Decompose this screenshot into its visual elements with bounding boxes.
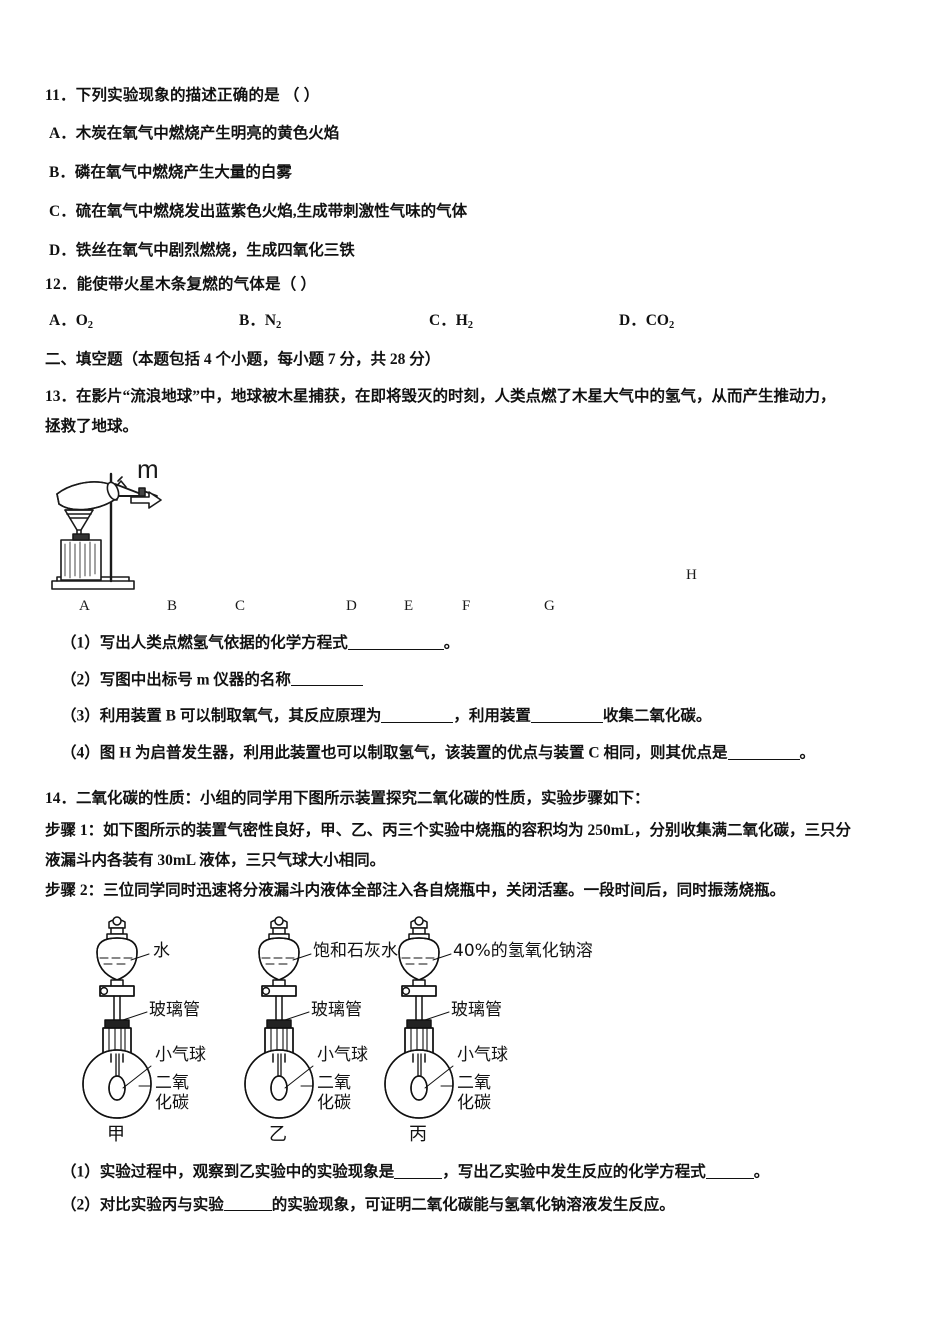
question-11-option-c: C．硫在氧气中燃烧发出蓝紫色火焰,生成带刺激性气味的气体	[49, 202, 468, 220]
answer-blank[interactable]	[394, 1162, 443, 1179]
question-13-sub-1-text: （1）写出人类点燃氢气依据的化学方程式	[61, 634, 348, 652]
flask-yi-balloon-label: 小气球	[317, 1045, 368, 1066]
flask-jia-tube-label: 玻璃管	[149, 1000, 200, 1021]
question-13-sub-4-suffix: 。	[799, 744, 816, 762]
page-content: 11．下列实验现象的描述正确的是 （ ） A．木炭在氧气中燃烧产生明亮的黄色火焰…	[45, 88, 917, 1232]
question-11-option-d: D．铁丝在氧气中剧烈燃烧，生成四氧化三铁	[49, 241, 355, 259]
flask-bing-tube-label: 玻璃管	[451, 1000, 502, 1021]
apparatus-label-c: C	[235, 598, 246, 615]
question-14-three-flask-figure: 水 玻璃管 小气球 二氧 化碳 甲 饱和石灰水 玻璃管 小气球 二氧 化碳 乙 …	[45, 916, 917, 1148]
flask-apparatus-bing	[384, 916, 454, 1120]
question-14-step-1-line-1: 步骤 1：如下图所示的装置气密性良好，甲、乙、丙三个实验中烧瓶的容积均为 250…	[45, 821, 852, 839]
question-13-sub-3-suffix: 收集二氧化碳。	[602, 707, 712, 725]
apparatus-label-e: E	[404, 598, 414, 615]
question-14-step-1-line-2: 液漏斗内各装有 30mL 液体，三只气球大小相同。	[45, 852, 386, 869]
question-13-sub-4-text: （4）图 H 为启普发生器，利用此装置也可以制取氢气，该装置的优点与装置 C 相…	[61, 744, 728, 762]
question-12-option-d: D．CO2	[619, 312, 675, 331]
question-12-options: A．O2 B．N2 C．H2 D．CO2	[45, 308, 917, 331]
answer-blank[interactable]	[530, 706, 603, 723]
apparatus-label-g: G	[544, 598, 555, 615]
section-2-heading: 二、填空题（本题包括 4 个小题，每小题 7 分，共 28 分）	[45, 350, 441, 368]
apparatus-a	[51, 473, 158, 591]
question-11-option-a: A．木炭在氧气中燃烧产生明亮的黄色火焰	[49, 124, 340, 142]
question-12-stem: 12．能使带火星木条复燃的气体是（ ）	[45, 275, 317, 293]
question-14-sub-1-text: （1）实验过程中，观察到乙实验中的实验现象是	[61, 1163, 395, 1181]
answer-blank[interactable]	[727, 743, 800, 760]
answer-blank[interactable]	[705, 1162, 754, 1179]
question-14-sub-1-mid: ，写出乙实验中发生反应的化学方程式	[442, 1163, 706, 1181]
question-14-sub-1: （1）实验过程中，观察到乙实验中的实验现象是 ，写出乙实验中发生反应的化学方程式 。	[45, 1162, 917, 1181]
question-13-apparatus-figure: m A B C D E F G H	[45, 448, 917, 623]
question-14-sub-1-suffix: 。	[753, 1163, 770, 1181]
flask-apparatus-jia	[82, 916, 152, 1120]
question-13-stem-line-2: 拯救了地球。	[45, 418, 139, 436]
question-14-stem: 14．二氧化碳的性质：小组的同学用下图所示装置探究二氧化碳的性质，实验步骤如下：	[45, 789, 650, 807]
question-11-option-b: B．磷在氧气中燃烧产生大量的白雾	[49, 163, 292, 181]
apparatus-label-b: B	[167, 598, 178, 615]
question-13-sub-2: （2）写图中出标号 m 仪器的名称	[45, 670, 917, 689]
apparatus-label-a: A	[79, 598, 90, 615]
flask-bing-balloon-label: 小气球	[457, 1045, 508, 1066]
flask-yi-gas-label: 二氧 化碳	[317, 1073, 351, 1113]
apparatus-m-callout-label: m	[137, 454, 159, 485]
flask-apparatus-yi	[244, 916, 314, 1120]
apparatus-label-h: H	[686, 567, 697, 584]
flask-yi-funnel-label: 饱和石灰水	[313, 941, 398, 962]
answer-blank[interactable]	[223, 1195, 272, 1212]
question-13-sub-3-text: （3）利用装置 B 可以制取氧气，其反应原理为	[61, 707, 382, 725]
question-13-stem-line-1: 13．在影片“流浪地球”中，地球被木星捕获，在即将毁灭的时刻，人类点燃了木星大气…	[45, 387, 836, 405]
question-12-option-c: C．H2	[429, 312, 474, 331]
m-arrow-icon	[130, 491, 162, 510]
answer-blank[interactable]	[381, 706, 454, 723]
apparatus-label-d: D	[346, 598, 357, 615]
flask-yi-name: 乙	[269, 1124, 287, 1146]
question-12-option-a: A．O2	[49, 312, 94, 331]
question-14-sub-2-suffix: 的实验现象，可证明二氧化碳能与氢氧化钠溶液发生反应。	[271, 1196, 675, 1214]
flask-yi-tube-label: 玻璃管	[311, 1000, 362, 1021]
apparatus-label-f: F	[462, 598, 471, 615]
answer-blank[interactable]	[347, 633, 444, 650]
question-14-step-2: 步骤 2：三位同学同时迅速将分液漏斗内液体全部注入各自烧瓶中，关闭活塞。一段时间…	[45, 882, 786, 900]
question-13-sub-2-text: （2）写图中出标号 m 仪器的名称	[61, 671, 291, 689]
flask-jia-balloon-label: 小气球	[155, 1045, 206, 1066]
flask-jia-gas-label: 二氧 化碳	[155, 1073, 189, 1113]
question-13-sub-3-mid: ，利用装置	[453, 707, 531, 725]
flask-bing-funnel-label: 40%的氢氧化钠溶	[453, 941, 593, 962]
flask-bing-gas-label: 二氧 化碳	[457, 1073, 491, 1113]
question-13-sub-4: （4）图 H 为启普发生器，利用此装置也可以制取氢气，该装置的优点与装置 C 相…	[45, 743, 917, 762]
flask-bing-name: 丙	[409, 1124, 427, 1146]
question-12-option-b: B．N2	[239, 312, 282, 331]
answer-blank[interactable]	[290, 670, 363, 687]
question-14-sub-2: （2）对比实验丙与实验 的实验现象，可证明二氧化碳能与氢氧化钠溶液发生反应。	[45, 1195, 917, 1214]
question-13-sub-1: （1）写出人类点燃氢气依据的化学方程式 。	[45, 633, 917, 652]
flask-jia-funnel-label: 水	[153, 941, 170, 962]
question-13-sub-1-suffix: 。	[443, 634, 460, 652]
question-14-sub-2-text: （2）对比实验丙与实验	[61, 1196, 224, 1214]
question-13-sub-3: （3）利用装置 B 可以制取氧气，其反应原理为 ，利用装置 收集二氧化碳。	[45, 706, 917, 725]
question-11-stem: 11．下列实验现象的描述正确的是 （ ）	[45, 87, 320, 104]
flask-jia-name: 甲	[107, 1124, 125, 1146]
